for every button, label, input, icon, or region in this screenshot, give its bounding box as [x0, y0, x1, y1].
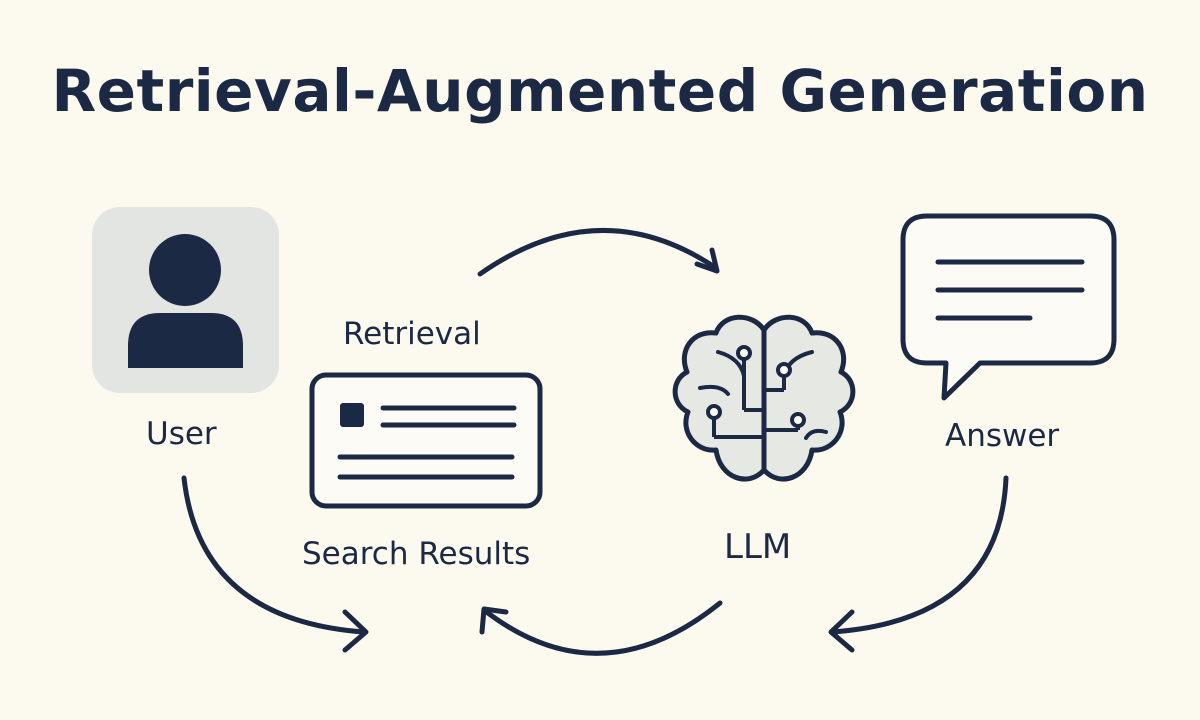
arrow-user-to-search [181, 475, 369, 653]
brain-circuit-icon [672, 314, 856, 482]
arrow-llm-to-search [479, 600, 723, 656]
speech-bubble-icon [900, 213, 1117, 401]
arrow-answer-to-bottom [828, 475, 1009, 653]
search-results-label: Search Results [302, 536, 531, 572]
llm-label: LLM [724, 527, 792, 567]
user-label: User [146, 416, 217, 452]
user-icon [92, 207, 279, 393]
retrieval-label: Retrieval [343, 316, 481, 352]
diagram-title: Retrieval-Augmented Generation [51, 57, 1149, 125]
document-card-icon [309, 372, 543, 509]
arrow-retrieval-to-llm [477, 227, 720, 277]
answer-label: Answer [945, 418, 1060, 454]
